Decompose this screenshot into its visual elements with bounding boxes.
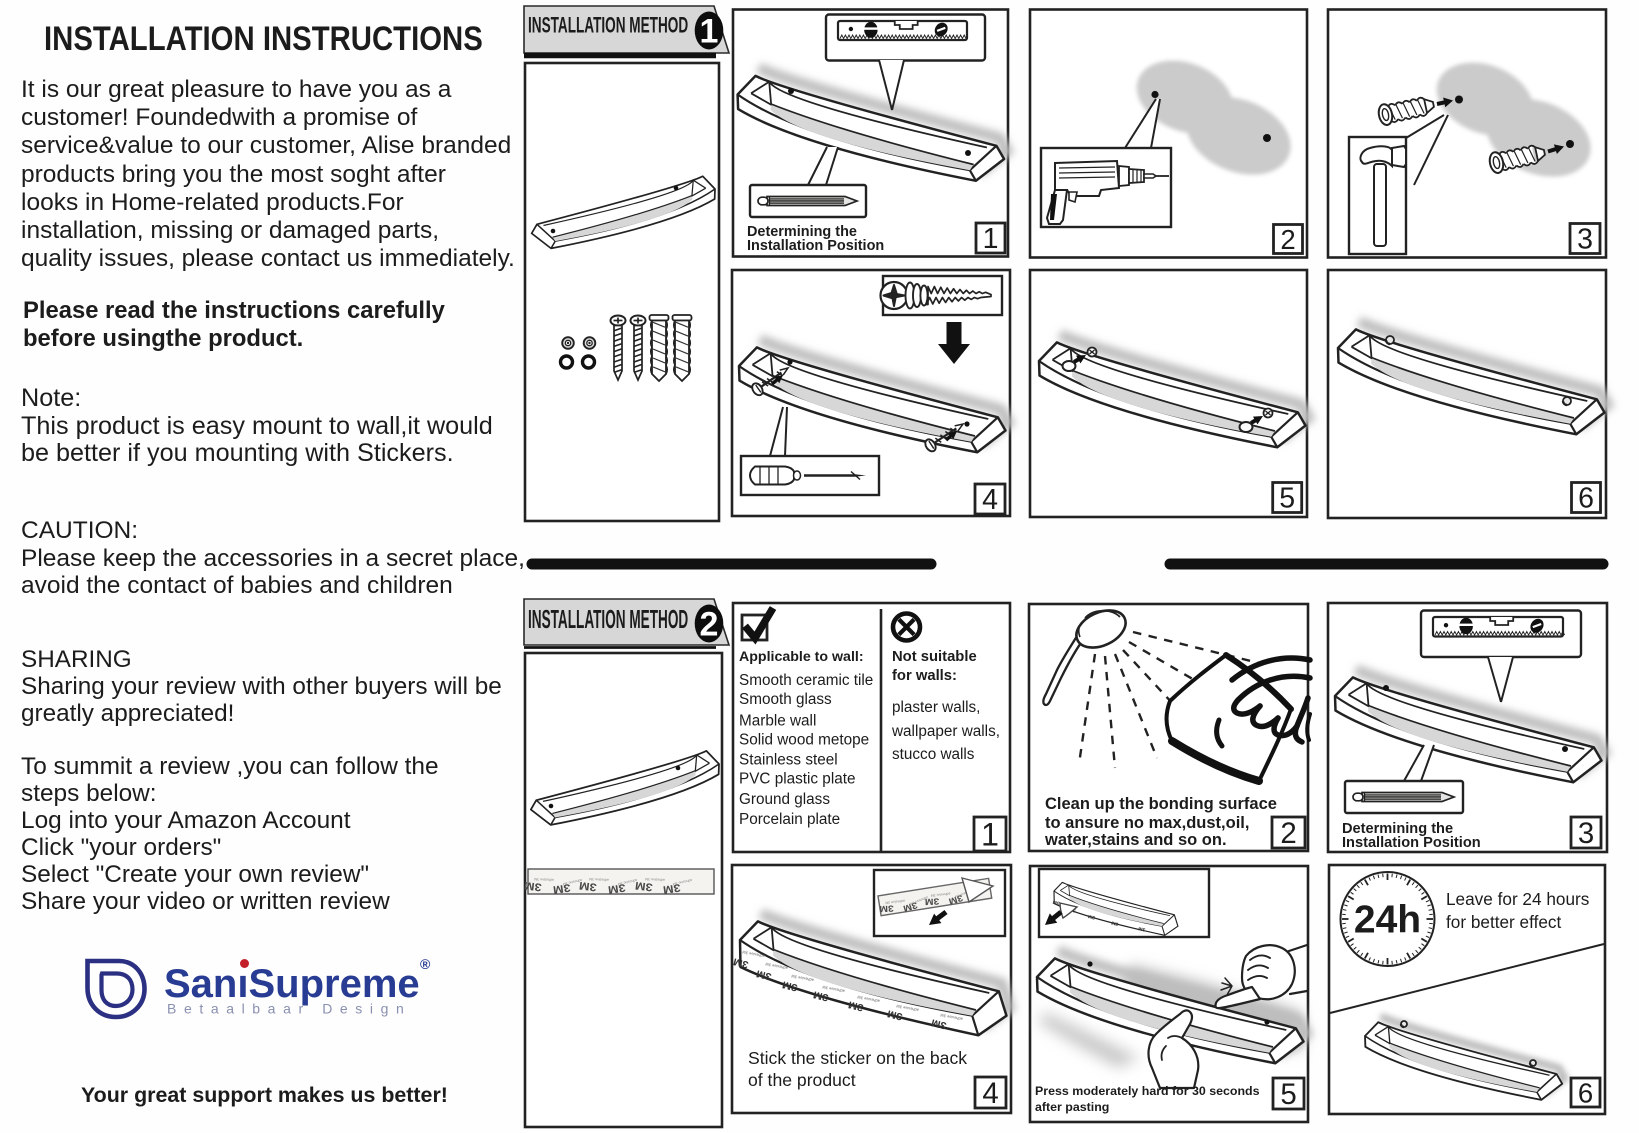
svg-text:3M: 3M (847, 998, 865, 1013)
svg-text:3M: 3M (930, 1016, 948, 1031)
svg-text:2: 2 (1280, 817, 1296, 850)
svg-text:to ansure no max,dust,oil,: to ansure no max,dust,oil, (1045, 814, 1249, 832)
svg-text:plaster walls,: plaster walls, (892, 699, 980, 716)
svg-text:adhesive 3M: adhesive 3M (885, 899, 905, 905)
svg-text:5: 5 (1279, 483, 1295, 515)
svg-text:Smooth ceramic tile: Smooth ceramic tile (739, 672, 873, 689)
svg-text:1: 1 (981, 817, 999, 853)
svg-text:3M: 3M (1088, 913, 1096, 920)
svg-text:of the product: of the product (748, 1070, 856, 1090)
svg-text:adhesive 3M: adhesive 3M (940, 1013, 963, 1022)
svg-text:adhesive 3M: adhesive 3M (896, 1004, 919, 1013)
svg-text:3M: 3M (755, 967, 773, 982)
svg-text:adhesive 3M: adhesive 3M (857, 995, 880, 1004)
svg-text:®: ® (420, 956, 431, 972)
svg-text:4: 4 (982, 484, 998, 516)
svg-text:adhesive 3M: adhesive 3M (954, 888, 974, 899)
svg-text:Betaalbaar Design: Betaalbaar Design (167, 1001, 411, 1017)
svg-text:3: 3 (1577, 224, 1593, 256)
svg-text:Determining the: Determining the (1342, 821, 1453, 837)
svg-text:Ground glass: Ground glass (739, 791, 830, 808)
svg-text:3M: 3M (925, 896, 940, 907)
svg-text:adhesive 3M: adhesive 3M (534, 877, 554, 882)
svg-text:3M: 3M (781, 978, 799, 993)
svg-text:3M: 3M (552, 881, 571, 896)
svg-text:3M: 3M (1111, 920, 1119, 927)
svg-text:3M: 3M (812, 988, 830, 1003)
svg-text:stucco walls: stucco walls (892, 746, 975, 763)
svg-text:adhesive 3M: adhesive 3M (589, 877, 609, 882)
svg-text:3M: 3M (902, 899, 919, 913)
svg-text:24h: 24h (1354, 899, 1421, 942)
svg-text:3M: 3M (1052, 899, 1060, 906)
svg-text:PVC plastic plate: PVC plastic plate (739, 771, 855, 788)
svg-text:3M: 3M (523, 879, 542, 894)
svg-text:3M: 3M (607, 881, 626, 896)
svg-text:3M: 3M (1138, 925, 1146, 932)
svg-text:6: 6 (1578, 1077, 1593, 1108)
svg-text:1: 1 (983, 223, 999, 255)
svg-text:3M: 3M (886, 1007, 904, 1022)
svg-text:2: 2 (1280, 224, 1295, 255)
svg-text:Solid wood metope: Solid wood metope (739, 731, 869, 748)
svg-text:2: 2 (700, 606, 719, 644)
svg-text:adhesive 3M: adhesive 3M (562, 878, 582, 886)
svg-text:Porcelain plate: Porcelain plate (739, 811, 840, 828)
svg-text:adhesive 3M: adhesive 3M (791, 974, 814, 983)
svg-text:3M: 3M (879, 903, 894, 914)
svg-text:3M: 3M (634, 879, 653, 894)
svg-text:5: 5 (1280, 1078, 1296, 1111)
svg-text:Marble wall: Marble wall (739, 712, 816, 729)
svg-text:SanıSupreme: SanıSupreme (164, 962, 420, 1006)
svg-text:adhesive 3M: adhesive 3M (909, 895, 929, 906)
svg-text:3M: 3M (578, 879, 597, 894)
svg-text:Smooth glass: Smooth glass (739, 691, 832, 708)
svg-text:Determining the: Determining the (747, 224, 857, 240)
svg-text:Clean up the bonding surface: Clean up the bonding surface (1045, 795, 1277, 813)
svg-text:INSTALLATION METHOD: INSTALLATION METHOD (528, 12, 688, 37)
svg-text:Installation Position: Installation Position (1342, 835, 1481, 851)
svg-text:adhesive 3M: adhesive 3M (765, 962, 788, 971)
svg-text:adhesive 3M: adhesive 3M (742, 950, 765, 959)
svg-text:after pasting: after pasting (1035, 1100, 1109, 1114)
svg-text:Leave for 24 hours: Leave for 24 hours (1446, 889, 1589, 909)
svg-text:Stainless steel: Stainless steel (739, 752, 838, 769)
svg-text:adhesive 3M: adhesive 3M (645, 877, 665, 882)
svg-text:3M: 3M (732, 955, 750, 970)
svg-text:3: 3 (1578, 817, 1594, 850)
svg-text:adhesive 3M: adhesive 3M (672, 878, 692, 886)
svg-text:water,stains and so on.: water,stains and so on. (1044, 831, 1227, 849)
svg-text:Stick the sticker on the back: Stick the sticker on the back (748, 1048, 967, 1068)
svg-text:3M: 3M (662, 881, 681, 896)
svg-text:Applicable to wall:: Applicable to wall: (739, 649, 864, 665)
svg-text:for better effect: for better effect (1446, 912, 1562, 932)
svg-text:Press moderately hard for 30 s: Press moderately hard for 30 seconds (1035, 1084, 1260, 1098)
svg-text:1: 1 (700, 13, 719, 51)
svg-text:for walls:: for walls: (892, 668, 957, 684)
svg-text:INSTALLATION METHOD: INSTALLATION METHOD (528, 607, 688, 634)
svg-text:Not suitable: Not suitable (892, 649, 977, 665)
svg-text:4: 4 (982, 1077, 998, 1110)
svg-text:Installation Position: Installation Position (747, 238, 884, 254)
svg-text:adhesive 3M: adhesive 3M (822, 985, 845, 994)
svg-text:adhesive 3M: adhesive 3M (617, 878, 637, 886)
svg-text:adhesive 3M: adhesive 3M (930, 892, 950, 898)
svg-text:3M: 3M (947, 892, 964, 906)
svg-text:wallpaper walls,: wallpaper walls, (891, 723, 1000, 740)
svg-text:6: 6 (1578, 483, 1594, 515)
